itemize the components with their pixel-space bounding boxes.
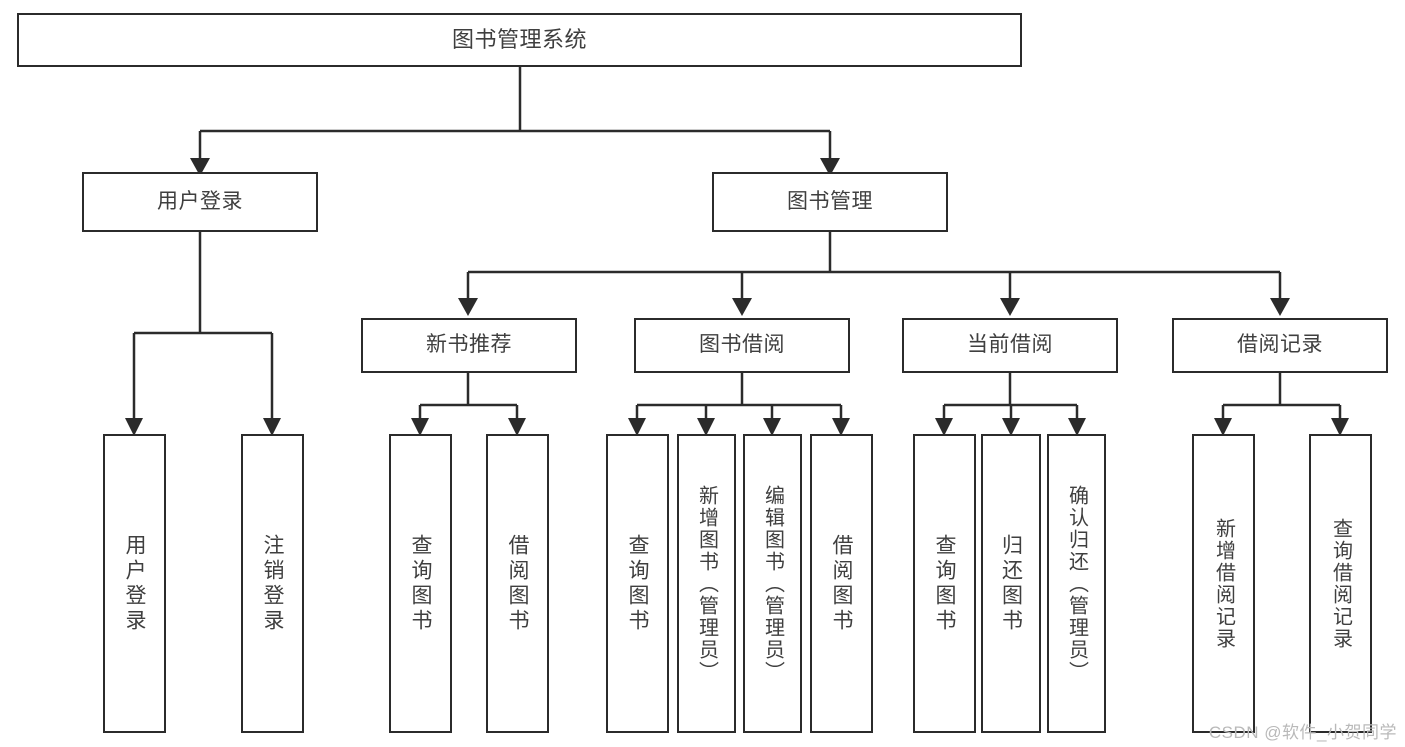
node-leaf-query-book-current[interactable]: 查询图书 xyxy=(913,434,976,733)
node-label: 查询借阅记录 xyxy=(1329,517,1352,650)
node-label: 借阅记录 xyxy=(1237,333,1323,357)
node-new-book-recommend[interactable]: 新书推荐 xyxy=(361,318,577,373)
node-label: 借阅图书 xyxy=(506,533,529,634)
node-leaf-borrow-book-recommend[interactable]: 借阅图书 xyxy=(486,434,549,733)
node-leaf-return-book[interactable]: 归还图书 xyxy=(981,434,1041,733)
node-label: 新增图书（管理员） xyxy=(695,484,718,683)
node-leaf-edit-book-admin[interactable]: 编辑图书（管理员） xyxy=(743,434,802,733)
node-borrow-record[interactable]: 借阅记录 xyxy=(1172,318,1388,373)
node-label: 当前借阅 xyxy=(967,333,1053,357)
node-root-system[interactable]: 图书管理系统 xyxy=(17,13,1022,67)
node-label: 图书管理系统 xyxy=(451,27,587,53)
node-label: 图书管理 xyxy=(787,189,873,213)
node-leaf-user-login[interactable]: 用户登录 xyxy=(103,434,166,733)
node-leaf-query-book-recommend[interactable]: 查询图书 xyxy=(389,434,452,733)
node-label: 用户登录 xyxy=(157,189,243,213)
node-label: 查询图书 xyxy=(626,533,649,634)
node-label: 归还图书 xyxy=(999,533,1023,634)
node-label: 新增借阅记录 xyxy=(1212,517,1235,650)
node-label: 确认归还（管理员） xyxy=(1065,484,1088,683)
node-user-login[interactable]: 用户登录 xyxy=(82,172,318,232)
node-leaf-borrow-book[interactable]: 借阅图书 xyxy=(810,434,873,733)
node-label: 注销登录 xyxy=(261,533,284,634)
node-label: 查询图书 xyxy=(933,533,956,634)
node-label: 用户登录 xyxy=(123,533,146,634)
node-leaf-confirm-return-admin[interactable]: 确认归还（管理员） xyxy=(1047,434,1106,733)
node-leaf-add-book-admin[interactable]: 新增图书（管理员） xyxy=(677,434,736,733)
node-label: 查询图书 xyxy=(409,533,432,634)
node-leaf-logout[interactable]: 注销登录 xyxy=(241,434,304,733)
node-current-borrow[interactable]: 当前借阅 xyxy=(902,318,1118,373)
node-label: 新书推荐 xyxy=(426,333,512,357)
watermark-text: CSDN @软件_小贺同学 xyxy=(1208,723,1397,742)
node-label: 借阅图书 xyxy=(830,533,853,634)
node-leaf-query-book-borrow[interactable]: 查询图书 xyxy=(606,434,669,733)
node-leaf-query-borrow-record[interactable]: 查询借阅记录 xyxy=(1309,434,1372,733)
node-label: 图书借阅 xyxy=(699,333,785,357)
node-label: 编辑图书（管理员） xyxy=(761,484,784,683)
node-book-management[interactable]: 图书管理 xyxy=(712,172,948,232)
node-book-borrow[interactable]: 图书借阅 xyxy=(634,318,850,373)
node-leaf-add-borrow-record[interactable]: 新增借阅记录 xyxy=(1192,434,1255,733)
